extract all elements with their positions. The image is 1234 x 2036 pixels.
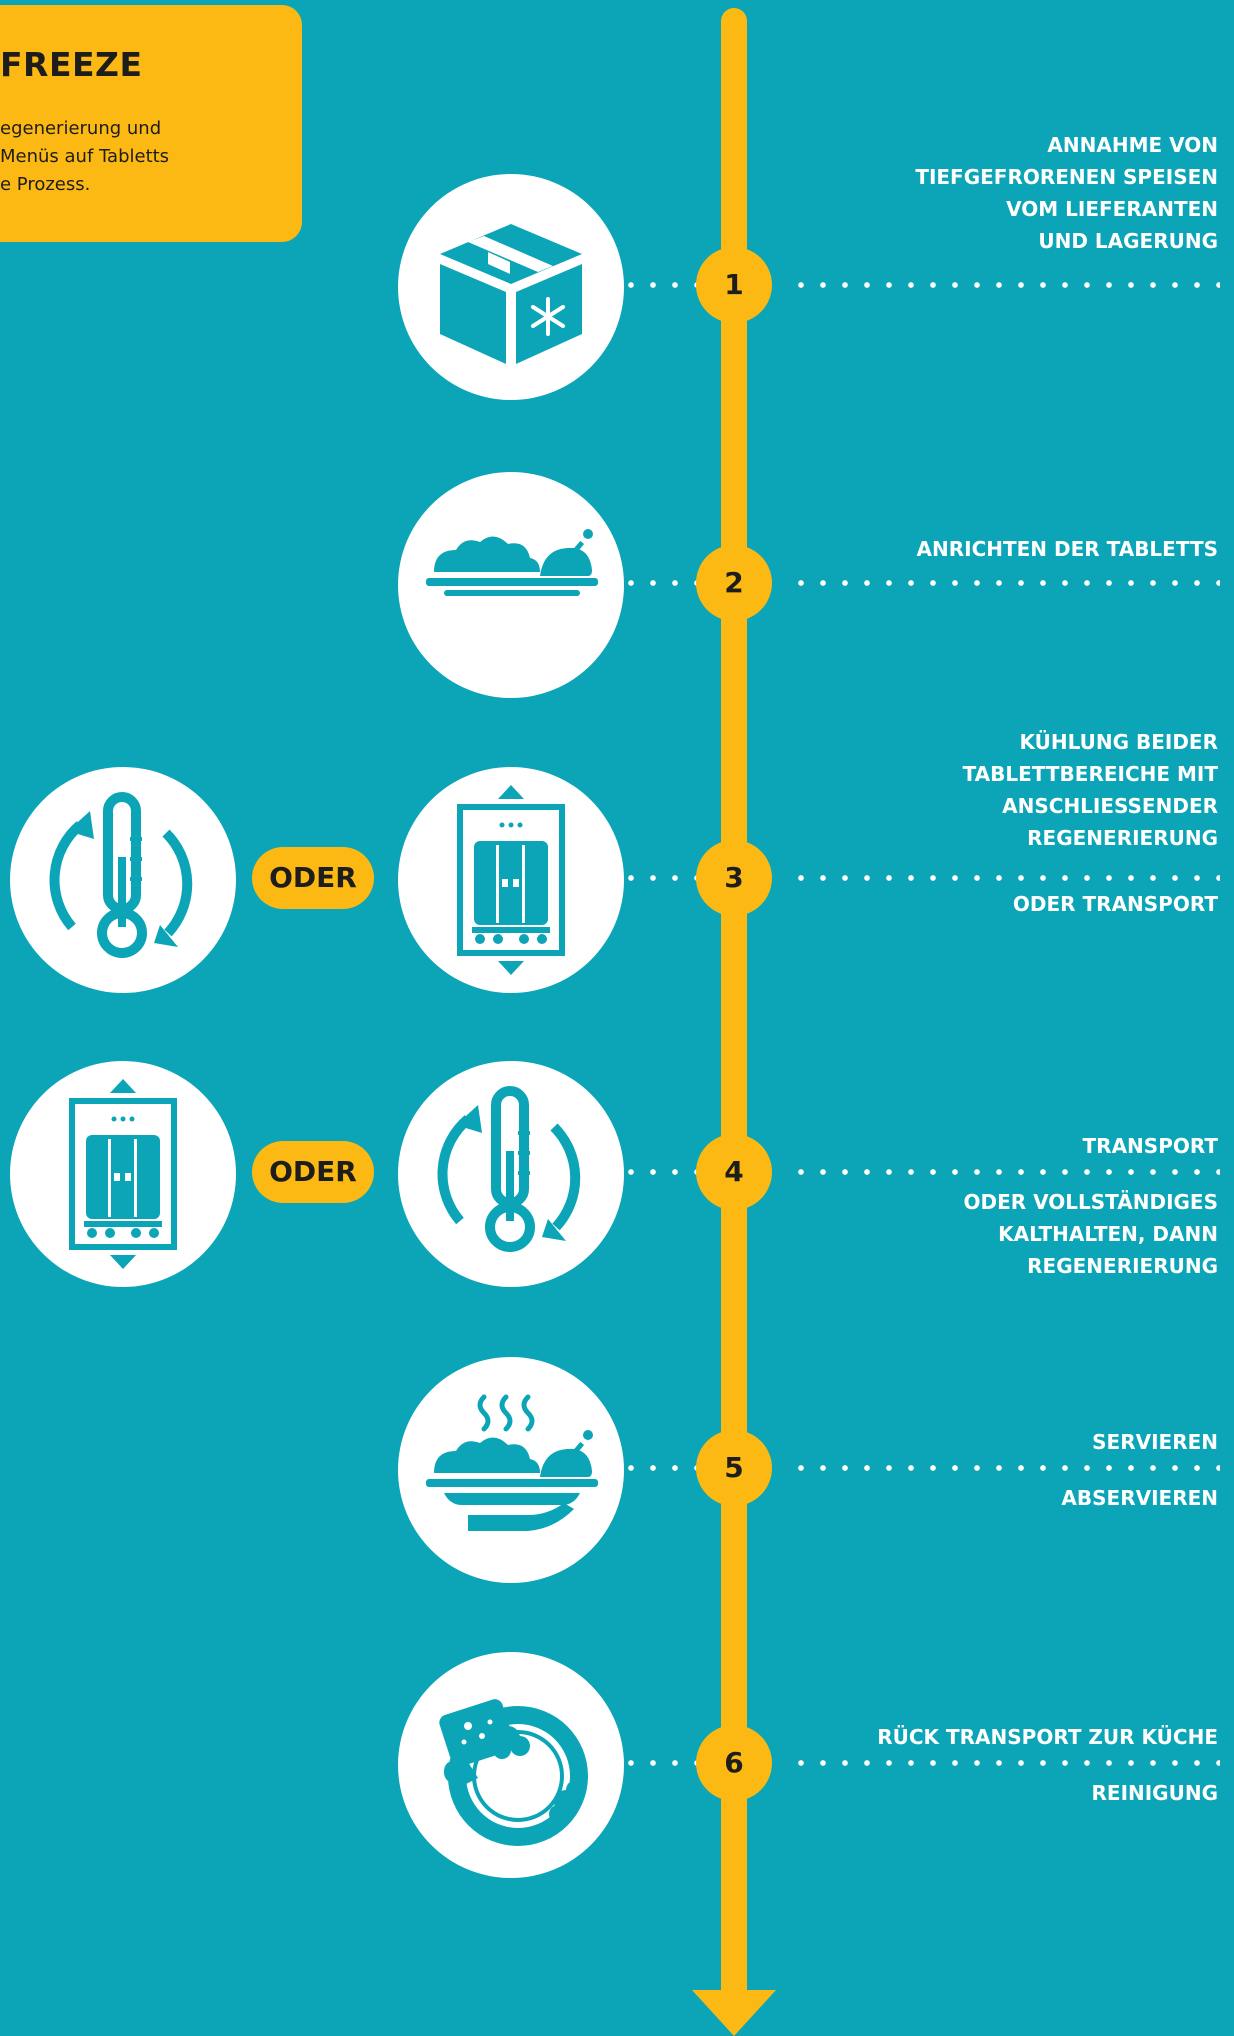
step-label: SERVIEREN — [1092, 1430, 1218, 1454]
step-label-alt: REINIGUNG — [1091, 1781, 1219, 1805]
step-number-badge: 4 — [696, 1134, 772, 1210]
transport-cart-icon — [398, 767, 624, 993]
dotted-connector — [620, 1465, 700, 1471]
step-label: ANNAHME VON TIEFGEFRORENEN SPEISEN VOM L… — [915, 133, 1218, 253]
step-number-badge: 2 — [696, 545, 772, 621]
dotted-connector — [620, 1760, 700, 1766]
dotted-connector — [620, 580, 700, 586]
dotted-connector — [790, 282, 1220, 288]
dotted-connector — [790, 1465, 1220, 1471]
transport-cart-icon — [10, 1061, 236, 1287]
page-title: FREEZE — [0, 45, 143, 84]
frozen-box-icon — [398, 174, 624, 400]
step-number-badge: 1 — [696, 247, 772, 323]
step-label-alt: ODER TRANSPORT — [1012, 892, 1218, 916]
dotted-connector — [620, 282, 700, 288]
step-number-badge: 5 — [696, 1430, 772, 1506]
header-box: FREEZE egenerierung und Menüs auf Tablet… — [0, 5, 302, 242]
thermometer-cycle-icon — [10, 767, 236, 993]
step-label: TRANSPORT — [1082, 1134, 1218, 1158]
step-number-badge: 3 — [696, 840, 772, 916]
serving-hand-icon — [398, 1357, 624, 1583]
oder-badge: ODER — [252, 1141, 374, 1203]
step-label: ANRICHTEN DER TABLETTS — [916, 537, 1218, 561]
step-label: KÜHLUNG BEIDER TABLETTBEREICHE MIT ANSCH… — [962, 730, 1218, 850]
timeline-arrow-icon — [692, 1990, 776, 2036]
dotted-connector — [790, 580, 1220, 586]
step-label-alt: ABSERVIEREN — [1061, 1486, 1218, 1510]
dotted-connector — [620, 1169, 700, 1175]
food-tray-icon — [398, 472, 624, 698]
thermometer-cycle-icon — [398, 1061, 624, 1287]
dish-washing-icon — [398, 1652, 624, 1878]
step-label: RÜCK TRANSPORT ZUR KÜCHE — [877, 1725, 1218, 1749]
step-number-badge: 6 — [696, 1725, 772, 1801]
dotted-connector — [790, 875, 1220, 881]
dotted-connector — [620, 875, 700, 881]
page-description: egenerierung und Menüs auf Tabletts e Pr… — [0, 118, 170, 195]
oder-badge: ODER — [252, 847, 374, 909]
timeline-line — [721, 8, 747, 1992]
step-label-alt: ODER VOLLSTÄNDIGES KALTHALTEN, DANN REGE… — [963, 1190, 1218, 1278]
dotted-connector — [790, 1760, 1220, 1766]
dotted-connector — [790, 1169, 1220, 1175]
